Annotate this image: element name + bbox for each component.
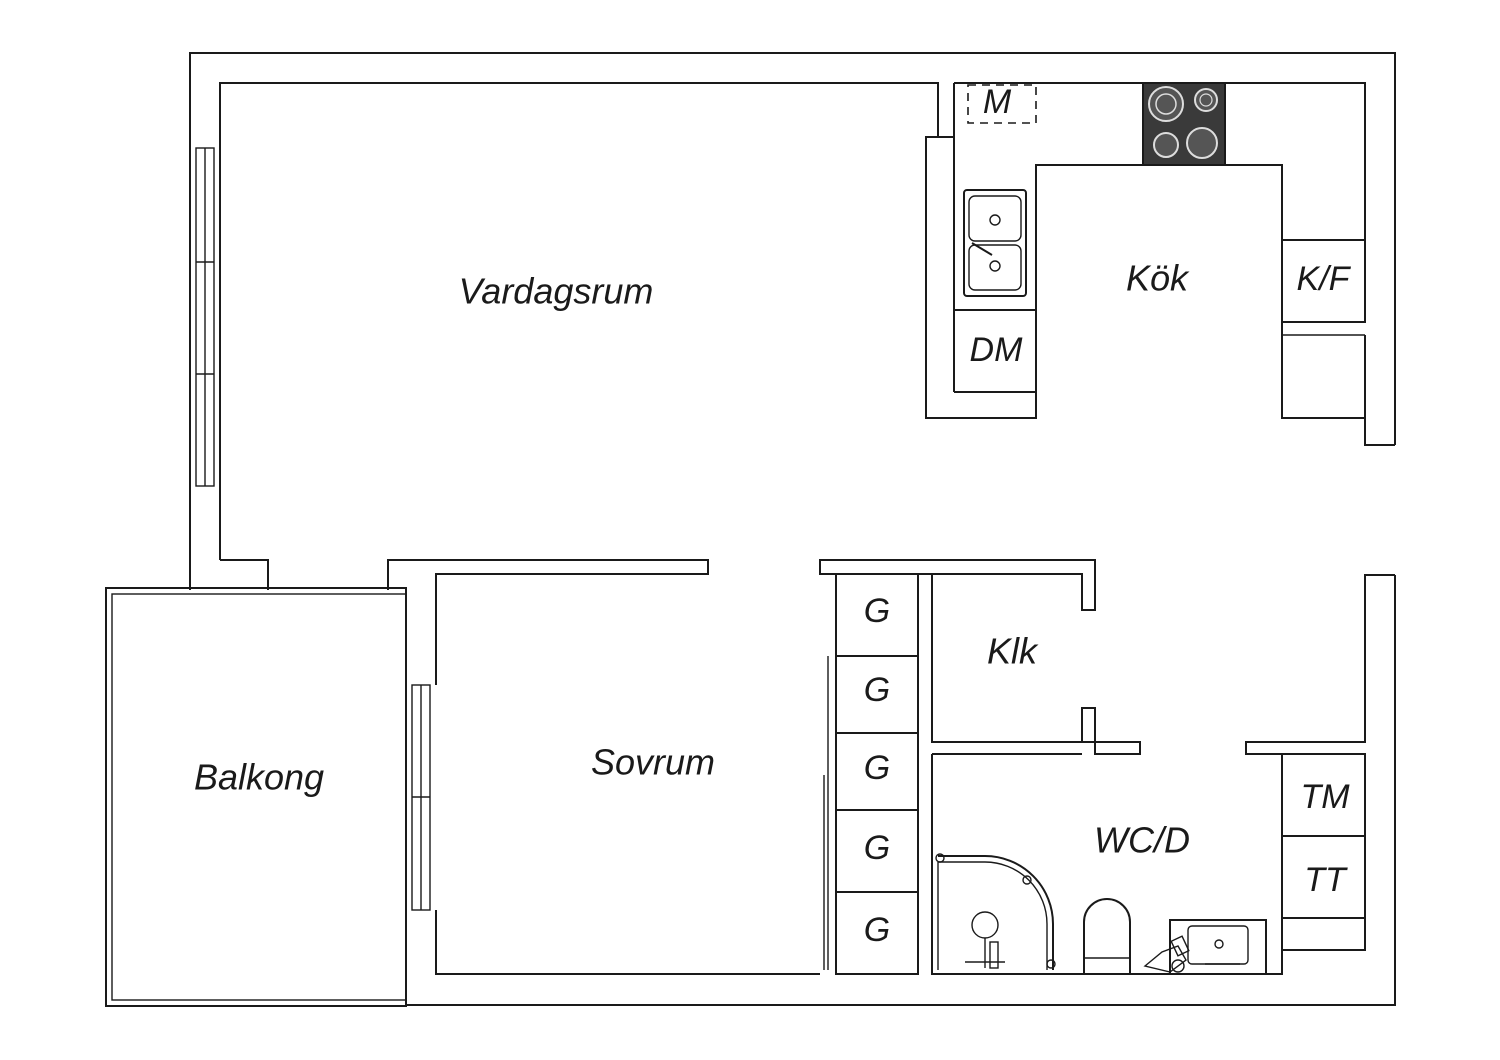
fridge-freezer xyxy=(1282,239,1366,336)
wall-bedroom-top xyxy=(387,559,709,685)
appliance-label-tumble-dryer: TT xyxy=(1304,861,1348,899)
balcony xyxy=(105,587,407,1007)
klk-room xyxy=(931,574,1141,755)
appliance-label-microwave: M xyxy=(983,83,1012,121)
wall-closet-top xyxy=(819,559,1096,611)
wardrobe-label: G xyxy=(864,911,890,949)
wardrobe-label: G xyxy=(864,671,890,709)
room-label-wc-d: WC/D xyxy=(1094,820,1190,861)
wardrobes xyxy=(823,573,919,975)
inner-wall-top-right xyxy=(954,82,1366,240)
wall-right-lower xyxy=(1245,574,1395,755)
wardrobe-label: G xyxy=(864,749,890,787)
wall-bedroom-bottom xyxy=(435,910,820,975)
wardrobe-label: G xyxy=(864,829,890,867)
kitchen xyxy=(925,82,1366,419)
room-label-klk: Klk xyxy=(987,631,1039,672)
stove-icon xyxy=(1142,82,1226,166)
outer-wall-top xyxy=(189,52,1396,590)
room-label-balkong: Balkong xyxy=(194,757,324,798)
toilet-icon xyxy=(1083,898,1131,974)
room-label-vardagsrum: Vardagsrum xyxy=(459,271,654,312)
kitchen-sink-icon xyxy=(963,189,1027,297)
appliance-label-dishwasher: DM xyxy=(970,331,1024,369)
appliance-label-washing-machine: TM xyxy=(1300,778,1350,816)
room-label-kok: Kök xyxy=(1126,258,1190,299)
appliance-label-fridge-freezer: K/F xyxy=(1297,260,1352,298)
wall-balcony-left-stub xyxy=(220,559,269,590)
washbasin-icon xyxy=(1143,919,1267,975)
window-bedroom xyxy=(411,684,431,911)
wall-right-notch xyxy=(1364,335,1395,446)
inner-wall-top-left xyxy=(219,82,939,560)
laundry-appliances xyxy=(1281,753,1366,919)
outer-wall-bottom xyxy=(406,575,1396,1006)
bathroom xyxy=(931,753,1366,975)
microwave-outline xyxy=(967,84,1037,124)
wardrobe-label: G xyxy=(864,592,890,630)
shower-icon xyxy=(935,853,1056,970)
outer-walls xyxy=(189,52,1396,1006)
window-living xyxy=(195,147,215,487)
wall-lower-right-step xyxy=(1281,918,1366,972)
room-label-sovrum: Sovrum xyxy=(591,742,715,783)
